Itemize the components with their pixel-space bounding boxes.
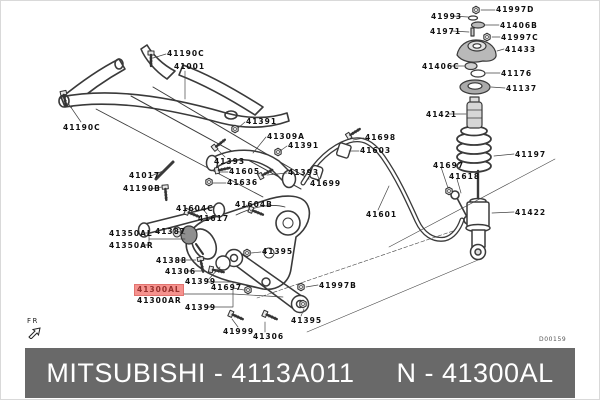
part-label-41395[interactable]: 41395 [262,247,294,256]
part-label-41137[interactable]: 41137 [506,84,538,93]
part-label-41971[interactable]: 41971 [430,27,462,36]
part-label-41604B[interactable]: 41604B [235,200,273,209]
part-label-41605[interactable]: 41605 [229,167,261,176]
part-label-41999[interactable]: 41999 [223,327,255,336]
footer-ref-part: N - 41300AL [396,357,554,388]
coil-spring-art [456,125,492,173]
part-label-41190C[interactable]: 41190C [63,123,101,132]
part-label-41697[interactable]: 41697 [433,161,465,170]
part-label-41388[interactable]: 41388 [156,256,188,265]
sheet-code: D00159 [539,336,567,343]
part-label-41604C[interactable]: 41604C [176,204,214,213]
part-label-41001[interactable]: 41001 [174,62,206,71]
footer-brand-part: MITSUBISHI - 4113A011 [46,357,355,388]
part-label-41176[interactable]: 41176 [501,69,533,78]
part-label-41406C[interactable]: 41406C [422,62,460,71]
upper-arm-art [205,149,297,189]
part-label-41603[interactable]: 41603 [360,146,392,155]
subframe-crossmember-art [58,44,310,198]
part-label-41391[interactable]: 41391 [288,141,320,150]
fasteners-art [58,49,307,324]
part-label-41993[interactable]: 41993 [431,12,463,21]
part-label-41306[interactable]: 41306 [165,267,197,276]
part-label-41636[interactable]: 41636 [227,178,259,187]
part-label-41997C[interactable]: 41997C [501,33,539,42]
part-label-41697[interactable]: 41697 [211,283,243,292]
leader-lines [67,9,556,333]
strut-mount-stack-art [456,5,497,129]
part-label-41306[interactable]: 41306 [253,332,285,341]
part-label-41421[interactable]: 41421 [426,110,458,119]
part-label-41399[interactable]: 41399 [185,303,217,312]
part-label-41350AL[interactable]: 41350AL [109,229,153,238]
part-label-41699[interactable]: 41699 [310,179,342,188]
stabilizer-bar-art [300,125,465,242]
exploded-diagram-art [58,5,556,333]
footer-bar: MITSUBISHI - 4113A011 N - 41300AL [25,348,575,398]
part-label-41997D[interactable]: 41997D [496,5,535,14]
part-label-41387[interactable]: 41387 [155,227,187,236]
fr-orientation-marker: FR [27,317,43,339]
fr-arrow-icon [28,327,41,339]
part-label-41601[interactable]: 41601 [366,210,398,219]
part-label-41433[interactable]: 41433 [505,45,537,54]
part-label-41618[interactable]: 41618 [449,172,481,181]
part-label-41197[interactable]: 41197 [515,150,547,159]
part-label-41300AL-selected[interactable]: 41300AL [134,284,184,296]
part-label-41406B[interactable]: 41406B [500,21,538,30]
fr-label: FR [27,317,39,325]
part-label-41190B[interactable]: 41190B [123,184,161,193]
part-label-41698[interactable]: 41698 [365,133,397,142]
part-label-41617[interactable]: 41617 [198,214,230,223]
part-label-41997B[interactable]: 41997B [319,281,357,290]
part-label-41190C[interactable]: 41190C [167,49,205,58]
part-label-41017[interactable]: 41017 [129,171,161,180]
shock-absorber-art [465,169,491,261]
part-label-41309A[interactable]: 41309A [267,132,305,141]
part-label-41395[interactable]: 41395 [291,316,323,325]
part-label-41399[interactable]: 41399 [185,277,217,286]
part-label-41393[interactable]: 41393 [214,157,246,166]
part-label-41391[interactable]: 41391 [246,117,278,126]
part-label-41300AR[interactable]: 41300AR [137,296,182,305]
part-label-41393[interactable]: 41393 [288,168,320,177]
part-label-41350AR[interactable]: 41350AR [109,241,154,250]
part-label-41422[interactable]: 41422 [515,208,547,217]
